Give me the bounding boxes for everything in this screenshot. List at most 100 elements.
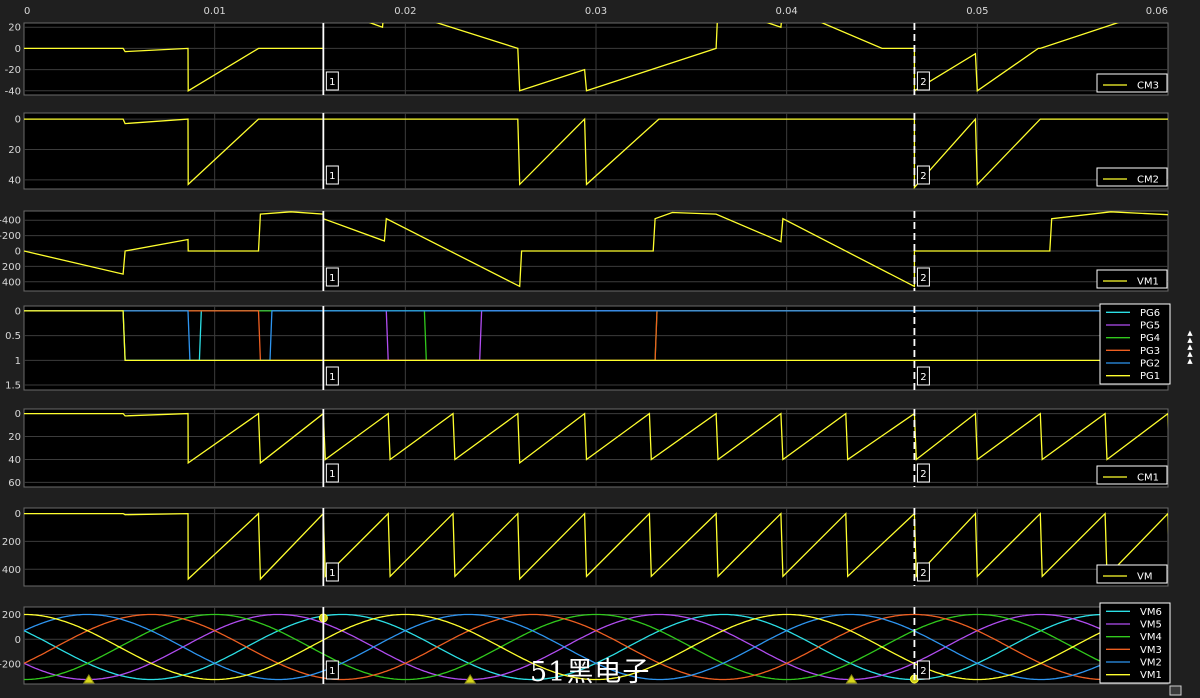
watermark-text: 51黑电子 [530,657,651,688]
series-group [24,412,1168,465]
cursor-2-label: 2 [920,666,926,677]
legend-label: CM1 [1137,473,1159,484]
cursor-2-label-box [916,660,930,680]
trigger-marker [464,674,477,684]
y-tick-label: 20 [8,23,21,34]
y-tick-label: 0 [15,509,21,520]
trigger-marker [845,674,858,684]
y-tick-label: 0 [15,306,21,317]
series-group [24,23,1120,93]
series-group [24,613,1168,681]
y-tick-label: -200 [0,231,21,242]
legend-label: VM1 [1140,670,1162,681]
legend-label: PG2 [1140,359,1160,370]
series-line-pg1 [24,310,1168,362]
y-tick-label: 200 [2,262,21,273]
legend-label: VM3 [1140,645,1162,656]
legend-label: VM2 [1140,658,1162,669]
legend-label: PG6 [1140,308,1160,319]
cursor-2-label-box [916,165,930,185]
cursor-1-label: 1 [329,273,335,284]
y-tick-label: 400 [2,277,21,288]
legend: CM3 [1096,73,1168,93]
y-tick-label: -400 [0,216,21,227]
y-tick-label: 1.5 [5,381,21,392]
series-line-vm3 [24,613,1168,681]
cursor-2-label-box [916,71,930,91]
series-line-vm1 [24,613,1168,681]
x-tick-label: 0.06 [1146,6,1168,17]
y-tick-label: -40 [5,86,21,97]
y-tick-label: 40 [8,175,21,186]
cursor-1-label-box [325,463,339,483]
y-tick-label: -200 [0,660,21,671]
legend-label: VM5 [1140,620,1162,631]
legend: CM1 [1096,465,1168,485]
y-tick-label: 0 [15,247,21,258]
x-tick-label: 0.01 [204,6,226,17]
cursor-1-label-box [325,660,339,680]
panel-vm1: -400 -200 0 200 400 1 2 VM1 [0,210,1169,292]
legend-label: VM6 [1140,607,1162,618]
expand-legend-arrows-icon[interactable]: ▲▲▲▲▲ [1187,329,1193,365]
series-group [24,117,1168,189]
cursor-2-label: 2 [920,171,926,182]
legend-box [1096,465,1168,485]
x-tick-label: 0 [24,6,30,17]
legend-box [1096,564,1168,584]
legend-label: VM1 [1137,277,1159,288]
legend: VM [1096,564,1168,584]
legend-box [1099,303,1171,385]
legend-label: CM3 [1137,81,1159,92]
legend-box [1099,602,1171,684]
cursor-2-label-box [916,267,930,287]
y-tick-label: 0 [15,409,21,420]
series-line-cm3 [24,23,1120,93]
cursor-2-label: 2 [920,372,926,383]
y-tick-label: 20 [8,432,21,443]
y-tick-label: 200 [2,537,21,548]
cursor-2-label: 2 [920,77,926,88]
y-tick-label: 20 [8,145,21,156]
x-tick-label: 0.04 [776,6,798,17]
y-tick-label: 1 [15,356,21,367]
legend-label: PG4 [1140,333,1160,344]
x-tick-label: 0.03 [585,6,607,17]
y-tick-label: 0 [15,115,21,126]
cursor-1-label: 1 [329,171,335,182]
cursor-2-label-box [916,463,930,483]
y-tick-label: 0.5 [5,331,21,342]
legend: VM1 [1096,269,1168,289]
y-tick-label: -20 [5,65,21,76]
cursor-1-label-box [325,562,339,582]
cursor-1-label: 1 [329,568,335,579]
legend-label: PG5 [1140,321,1160,332]
panel-toggle-icon [1169,685,1182,696]
legend-label: PG3 [1140,346,1160,357]
legend-label: VM [1137,572,1152,583]
cursor-1-label-box [325,71,339,91]
x-tick-label: 0.05 [966,6,988,17]
cursor-1-label: 1 [329,372,335,383]
legend-box [1096,73,1168,93]
cursor-2-label-box [916,366,930,386]
cursor-1-label-box [325,165,339,185]
x-tick-label: 0.02 [394,6,416,17]
cursor-2-label: 2 [920,273,926,284]
legend-box [1096,269,1168,289]
cursor-1-label-box [325,267,339,287]
legend-label: PG1 [1140,371,1160,382]
trigger-marker [82,674,95,684]
y-tick-label: 400 [2,565,21,576]
cursor-1-label: 1 [329,77,335,88]
y-tick-label: 40 [8,455,21,466]
